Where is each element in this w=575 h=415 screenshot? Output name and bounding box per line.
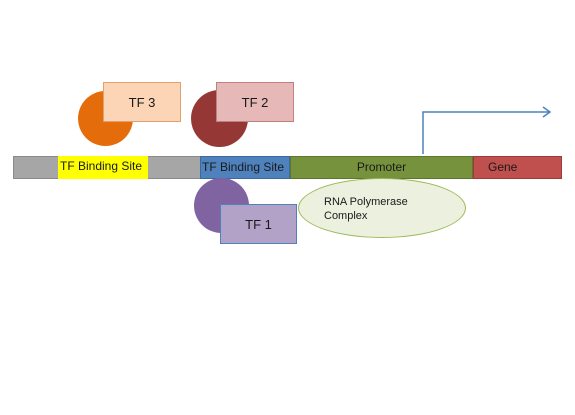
- tf3-binding-site: TF Binding Site: [58, 156, 148, 179]
- rna-polymerase-label: RNA Polymerase Complex: [324, 196, 408, 222]
- tf2-box: TF 2: [216, 82, 294, 122]
- tf12-binding-site: TF Binding Site: [200, 156, 290, 179]
- gene-region: Gene: [473, 156, 562, 179]
- tf3-box: TF 3: [103, 82, 181, 122]
- rna-polymerase-complex: RNA Polymerase Complex: [298, 178, 466, 238]
- tf1-box: TF 1: [220, 204, 297, 244]
